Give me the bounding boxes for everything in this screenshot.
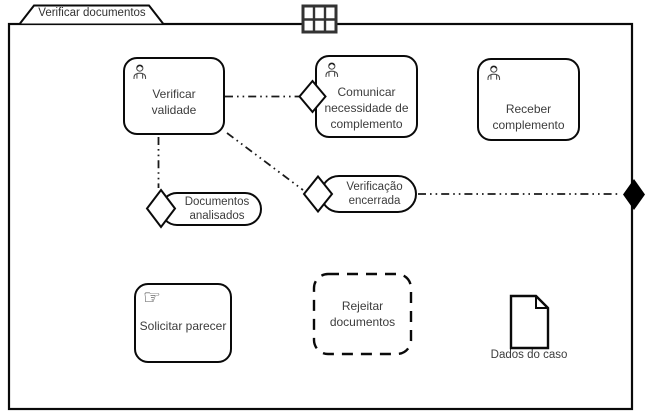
data-object-label: Dados do caso	[490, 349, 568, 361]
document-icon[interactable]	[509, 294, 550, 350]
event-label: Documentos analisados	[184, 196, 250, 222]
user-icon	[485, 64, 502, 85]
filled-diamond-icon[interactable]	[623, 179, 645, 210]
task-label: Solicitar parecer	[139, 319, 227, 333]
grid-icon[interactable]	[301, 4, 338, 34]
event-documentos-analisados[interactable]: Documentos analisados	[160, 192, 262, 226]
event-label: Verificação encerrada	[346, 181, 403, 207]
connector-verificar-to-verificacao[interactable]	[226, 132, 304, 191]
task-comunicar-necessidade[interactable]: Comunicar necessidade de complemento	[315, 55, 418, 138]
task-label: Verificar validade	[151, 87, 197, 117]
task-solicitar-parecer[interactable]: ☞ Solicitar parecer	[134, 283, 232, 363]
user-icon	[131, 63, 148, 84]
user-icon	[323, 61, 340, 82]
event-verificacao-encerrada[interactable]: Verificação encerrada	[320, 175, 417, 213]
task-label: Rejeitar documentos	[329, 299, 396, 329]
task-rejeitar-documentos[interactable]: Rejeitar documentos	[313, 273, 412, 355]
task-verificar-validade[interactable]: Verificar validade	[123, 57, 225, 135]
task-receber-complemento[interactable]: Receber complemento	[477, 58, 580, 141]
pool-tab-label[interactable]: Verificar documentos	[38, 7, 146, 19]
manual-task-hand-icon: ☞	[143, 287, 161, 309]
